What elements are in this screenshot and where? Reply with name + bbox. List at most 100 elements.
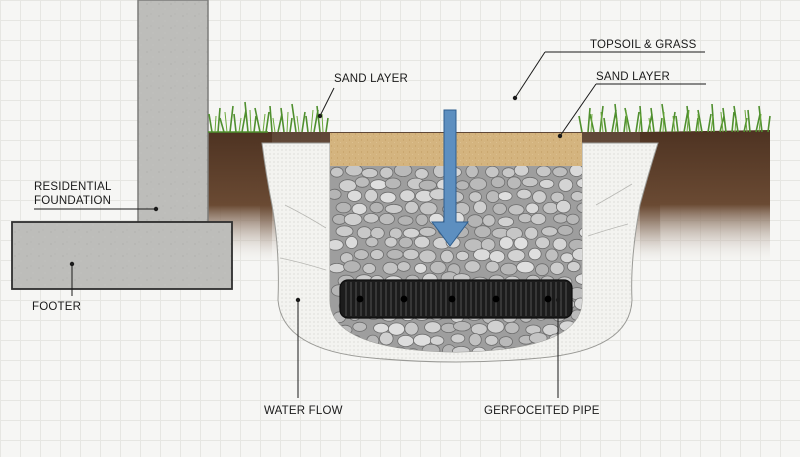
gravel-stone [474, 225, 492, 239]
gravel-stone [397, 215, 414, 226]
gravel-stone [379, 191, 397, 204]
gravel-stone [424, 321, 442, 334]
gravel-stone [488, 250, 506, 264]
gravel-stone [513, 236, 529, 250]
gravel-stone [345, 236, 359, 249]
gravel-stone [513, 166, 530, 177]
gravel-stone [370, 227, 385, 240]
gravel-stone [353, 249, 369, 261]
gravel-stone [575, 273, 582, 286]
gravel-stone [516, 260, 535, 274]
gravel-stone [539, 178, 555, 189]
label-footer-text: FOOTER [32, 301, 81, 313]
gravel-stone [344, 166, 363, 177]
label-water-flow: WATER FLOW [264, 297, 343, 417]
gravel-stone [482, 214, 496, 227]
gravel-stone [352, 321, 368, 332]
gravel-stone [576, 178, 582, 189]
label-water-flow-text: WATER FLOW [264, 405, 343, 417]
gravel-stone [364, 188, 379, 203]
gravel-stone [455, 180, 470, 191]
gravel-stone [413, 235, 431, 249]
foundation-wall [137, 0, 209, 223]
gravel-stone [505, 227, 523, 241]
gravel-stone [361, 168, 379, 179]
gravel-stone [384, 177, 402, 190]
gravel-stone [330, 166, 344, 178]
gravel-stone [393, 166, 413, 178]
gravel-stone [521, 176, 539, 188]
gravel-stone [518, 213, 533, 224]
gravel-stone [532, 190, 547, 204]
label-sand-layer-left: SAND LAYER [317, 73, 408, 119]
gravel-stone [566, 213, 580, 225]
gravel-stone [556, 199, 572, 214]
pipe-perforation [544, 295, 552, 303]
gravel-stone [485, 166, 500, 178]
gravel-stone [356, 226, 372, 240]
gravel-stone [506, 176, 522, 190]
gravel-stone [484, 334, 499, 346]
gravel-stone [557, 224, 574, 236]
gravel-stone [418, 226, 437, 237]
gravel-stone [498, 236, 514, 250]
gravel-stone [535, 263, 550, 277]
label-pipe: GERFOCEITED PIPE [484, 297, 600, 417]
gravel-stone [566, 261, 581, 273]
gravel-stone [570, 191, 582, 202]
gravel-stone [536, 166, 552, 178]
gravel-stone [508, 204, 525, 216]
gravel-stone [530, 212, 547, 225]
gravel-stone [485, 260, 500, 273]
gravel-stone [469, 177, 488, 191]
gravel-stone [549, 261, 565, 275]
gravel-stone [499, 262, 518, 276]
gravel-stone [369, 179, 387, 191]
gravel-stone [402, 248, 420, 260]
gravel-stone [465, 166, 479, 179]
label-sand-layer-right-text: SAND LAYER [596, 71, 670, 83]
gravel-stone [414, 262, 428, 274]
gravel-stone [415, 213, 429, 226]
gravel-stone [452, 345, 471, 352]
gravel-stone [504, 321, 520, 334]
gravel-stone [402, 227, 420, 239]
gravel-stone [429, 335, 445, 346]
gravel-stone [473, 200, 488, 215]
gravel-stone [492, 202, 507, 215]
gravel-stone [455, 250, 470, 261]
gravel-stone [497, 216, 515, 228]
pipe-perforation [400, 295, 408, 303]
gravel-stone [525, 202, 540, 215]
gravel-stone [330, 262, 346, 274]
gravel-stone [378, 212, 395, 225]
gravel-stone [414, 168, 429, 180]
gravel-stone [471, 346, 487, 352]
gravel-stone [498, 336, 513, 348]
grass-left [208, 101, 329, 133]
gravel-stone [330, 188, 342, 200]
gravel-stone [553, 213, 569, 224]
gravel-stone [468, 333, 482, 347]
gravel-stone [384, 203, 403, 214]
gravel-stone [466, 214, 484, 228]
gravel-stone [501, 167, 516, 178]
gravel-stone [363, 212, 380, 224]
gravel-stone [485, 190, 500, 203]
gravel-stone [369, 201, 384, 214]
label-sand-layer-right: SAND LAYER [557, 71, 706, 139]
gravel-stone [421, 343, 441, 352]
gravel-stone [373, 322, 390, 334]
gravel-stone [552, 166, 568, 178]
gravel-stone [399, 189, 416, 203]
pipe-perforation [448, 295, 456, 303]
gravel-stone [578, 227, 582, 238]
gravel-stone [343, 260, 361, 273]
soil-right [640, 130, 770, 265]
fabric-folds [279, 183, 633, 271]
gravel-stone [486, 319, 505, 334]
label-topsoil-grass-text: TOPSOIL & GRASS [590, 39, 697, 51]
gravel-stone [338, 179, 357, 193]
gravel-stone [450, 333, 466, 344]
gravel-stone [535, 236, 550, 250]
